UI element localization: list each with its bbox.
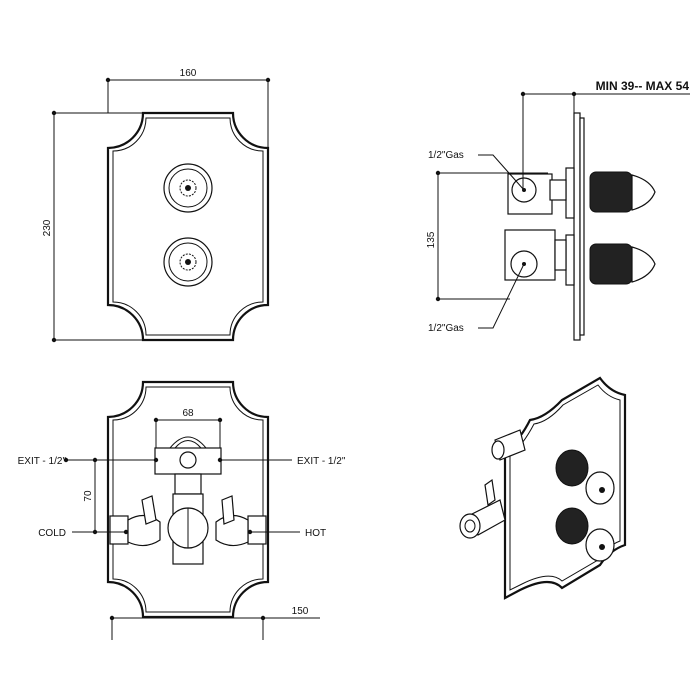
- spacing-dimension: 135: [426, 170, 548, 302]
- valve-body: [109, 436, 267, 565]
- side-view: MIN 39-- MAX 54 135 1/2"Gas 1/2"Gas: [426, 79, 690, 341]
- exit-right-label: EXIT - 1/2": [297, 456, 346, 467]
- top-port-label: 1/2"Gas: [428, 150, 464, 161]
- side-knob-bottom: [589, 243, 656, 285]
- front-plate-outer: [106, 111, 270, 342]
- rear-width-dimension: 150: [109, 606, 320, 640]
- depth-dimension: MIN 39-- MAX 54: [520, 79, 690, 190]
- height-label: 230: [42, 219, 53, 236]
- side-plate: [573, 112, 581, 341]
- width-dimension: 160: [105, 68, 271, 148]
- isometric-view: [459, 376, 627, 600]
- iso-knob-bottom: [555, 507, 615, 562]
- vertical-label: 70: [83, 490, 94, 502]
- front-view: 160 230: [42, 68, 271, 343]
- spacing-label: 135: [426, 231, 437, 248]
- bottom-knob: [163, 237, 213, 287]
- rear-width-label: 150: [292, 606, 309, 617]
- height-dimension: 230: [42, 110, 143, 343]
- width-label: 160: [180, 68, 197, 79]
- exit-left-label: EXIT - 1/2": [18, 456, 67, 467]
- hot-label: HOT: [305, 528, 326, 539]
- cold-label: COLD: [38, 528, 66, 539]
- depth-label: MIN 39-- MAX 54: [596, 79, 690, 93]
- outlet-spacing-dimension: 68: [153, 408, 223, 448]
- top-knob: [163, 163, 213, 213]
- iso-valve: [459, 429, 526, 539]
- outlet-spacing-label: 68: [182, 408, 194, 419]
- rear-view: 68 70 EXIT - 1/2" EXIT - 1/2" COLD HOT 1…: [18, 380, 346, 640]
- side-knob-top: [589, 171, 656, 213]
- bottom-port-label: 1/2"Gas: [428, 323, 464, 334]
- iso-knob-top: [555, 449, 615, 505]
- front-plate-inner: [112, 117, 264, 336]
- vertical-dimension: 70: [63, 457, 300, 535]
